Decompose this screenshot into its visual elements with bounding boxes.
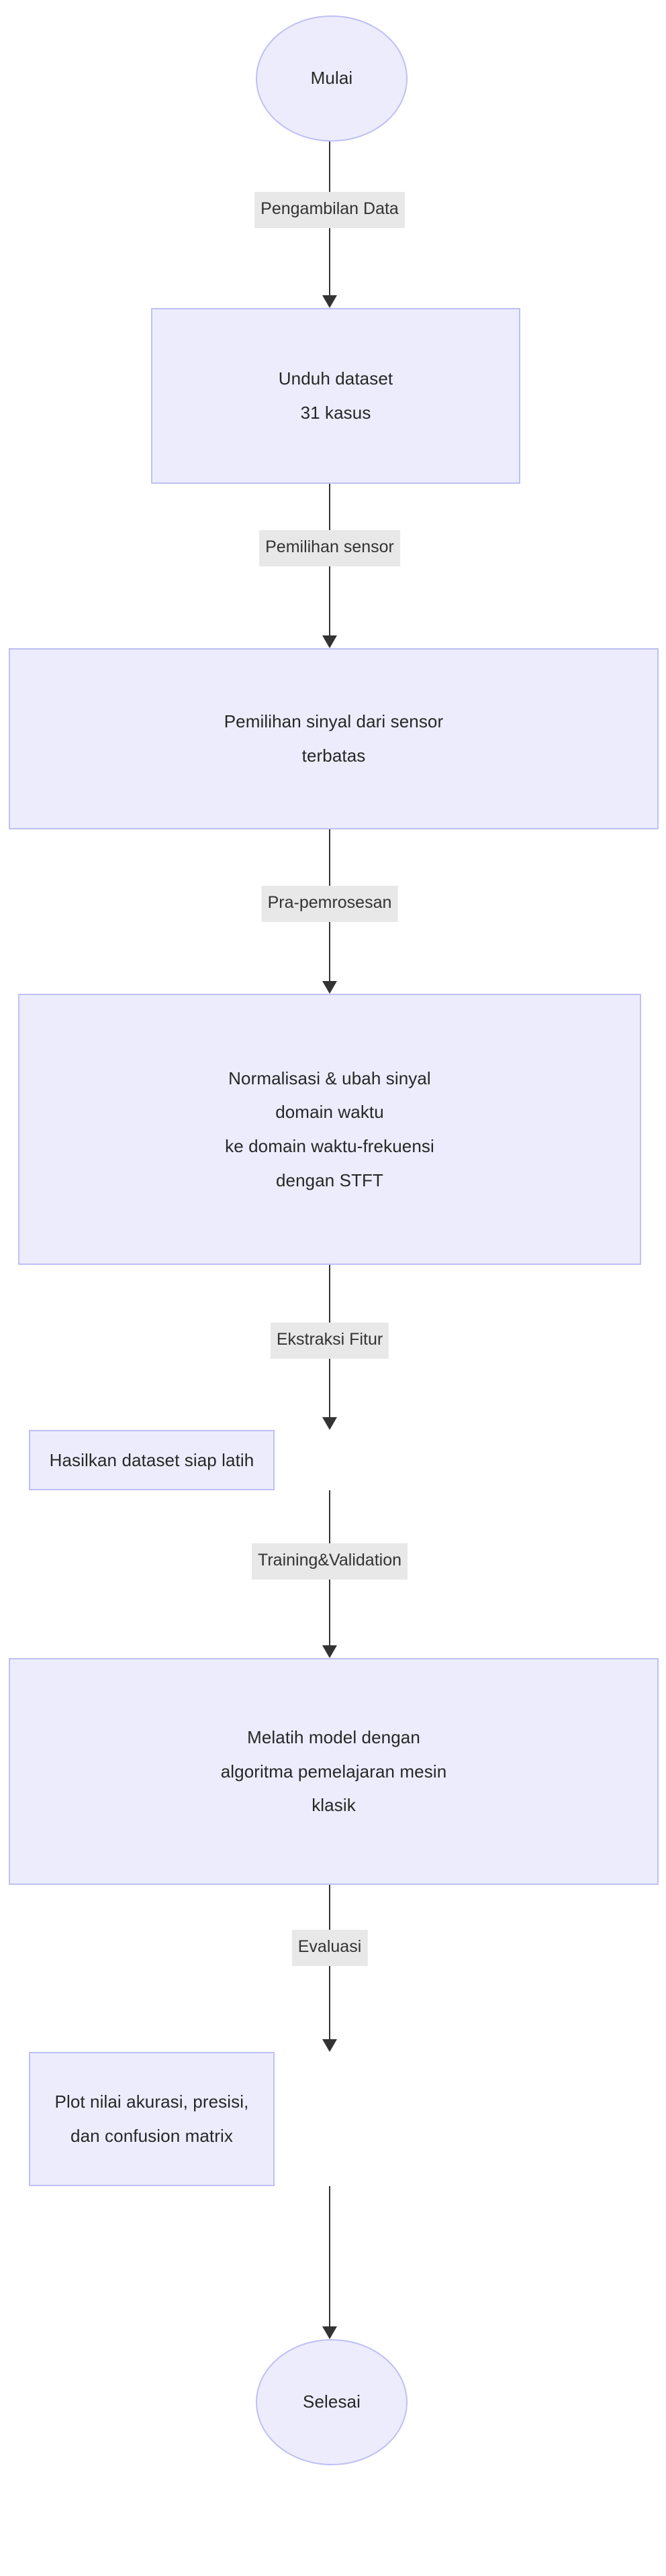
arrowhead-plot-metrics bbox=[322, 2039, 337, 2052]
node-train-model-line-1: Melatih model dengan bbox=[247, 1727, 420, 1747]
node-preprocess-line-1: Normalisasi & ubah sinyal bbox=[228, 1068, 431, 1088]
arrowhead-preprocess bbox=[322, 981, 337, 994]
node-train-model[interactable]: Melatih model dengan algoritma pemelajar… bbox=[9, 1658, 659, 1885]
node-dataset-ready[interactable]: Hasilkan dataset siap latih bbox=[29, 1430, 275, 1490]
arrowhead-download bbox=[322, 295, 337, 308]
edge-label-evaluasi: Evaluasi bbox=[291, 1930, 368, 1966]
node-signal-selection-line-1: Pemilihan sinyal dari sensor bbox=[224, 711, 444, 732]
node-train-model-line-2: algoritma pemelajaran mesin bbox=[220, 1761, 447, 1782]
arrowhead-dataset-ready bbox=[322, 1417, 337, 1430]
node-dataset-ready-line-1: Hasilkan dataset siap latih bbox=[49, 1449, 254, 1470]
edge-label-training-validation: Training&Validation bbox=[251, 1543, 408, 1580]
node-signal-selection[interactable]: Pemilihan sinyal dari sensor terbatas bbox=[9, 648, 659, 829]
node-end[interactable]: Selesai bbox=[256, 2339, 408, 2465]
node-preprocess-line-4: dengan STFT bbox=[275, 1170, 384, 1190]
node-plot-metrics-line-1: Plot nilai akurasi, presisi, bbox=[54, 2092, 249, 2112]
node-train-model-line-3: klasik bbox=[312, 1795, 356, 1816]
arrowhead-train-model bbox=[322, 1645, 337, 1658]
node-preprocess-line-2: domain waktu bbox=[275, 1102, 384, 1123]
node-download-dataset-line-1: Unduh dataset bbox=[278, 368, 393, 389]
node-start-label-line-1: Mulai bbox=[310, 68, 353, 89]
arrowhead-end bbox=[322, 2326, 337, 2339]
edge-label-pemilihan-sensor: Pemilihan sensor bbox=[259, 530, 400, 566]
node-end-label-line-1: Selesai bbox=[303, 2391, 361, 2412]
edge-label-ekstraksi-fitur: Ekstraksi Fitur bbox=[270, 1323, 389, 1359]
node-plot-metrics-line-2: dan confusion matrix bbox=[70, 2126, 233, 2146]
arrowhead-signal-selection bbox=[322, 635, 337, 648]
node-signal-selection-line-2: terbatas bbox=[301, 745, 366, 766]
node-preprocess-line-3: ke domain waktu-frekuensi bbox=[225, 1136, 434, 1156]
node-plot-metrics[interactable]: Plot nilai akurasi, presisi, dan confusi… bbox=[29, 2052, 275, 2186]
edge-plot-metrics-to-end bbox=[329, 2186, 330, 2330]
edge-label-pengambilan-data: Pengambilan Data bbox=[254, 192, 405, 228]
node-start[interactable]: Mulai bbox=[256, 15, 408, 142]
edge-label-pra-pemrosesan: Pra-pemrosesan bbox=[261, 886, 398, 922]
node-preprocess[interactable]: Normalisasi & ubah sinyal domain waktu k… bbox=[18, 994, 641, 1265]
node-download-dataset-line-2: 31 kasus bbox=[300, 403, 371, 423]
node-download-dataset[interactable]: Unduh dataset 31 kasus bbox=[151, 308, 520, 484]
